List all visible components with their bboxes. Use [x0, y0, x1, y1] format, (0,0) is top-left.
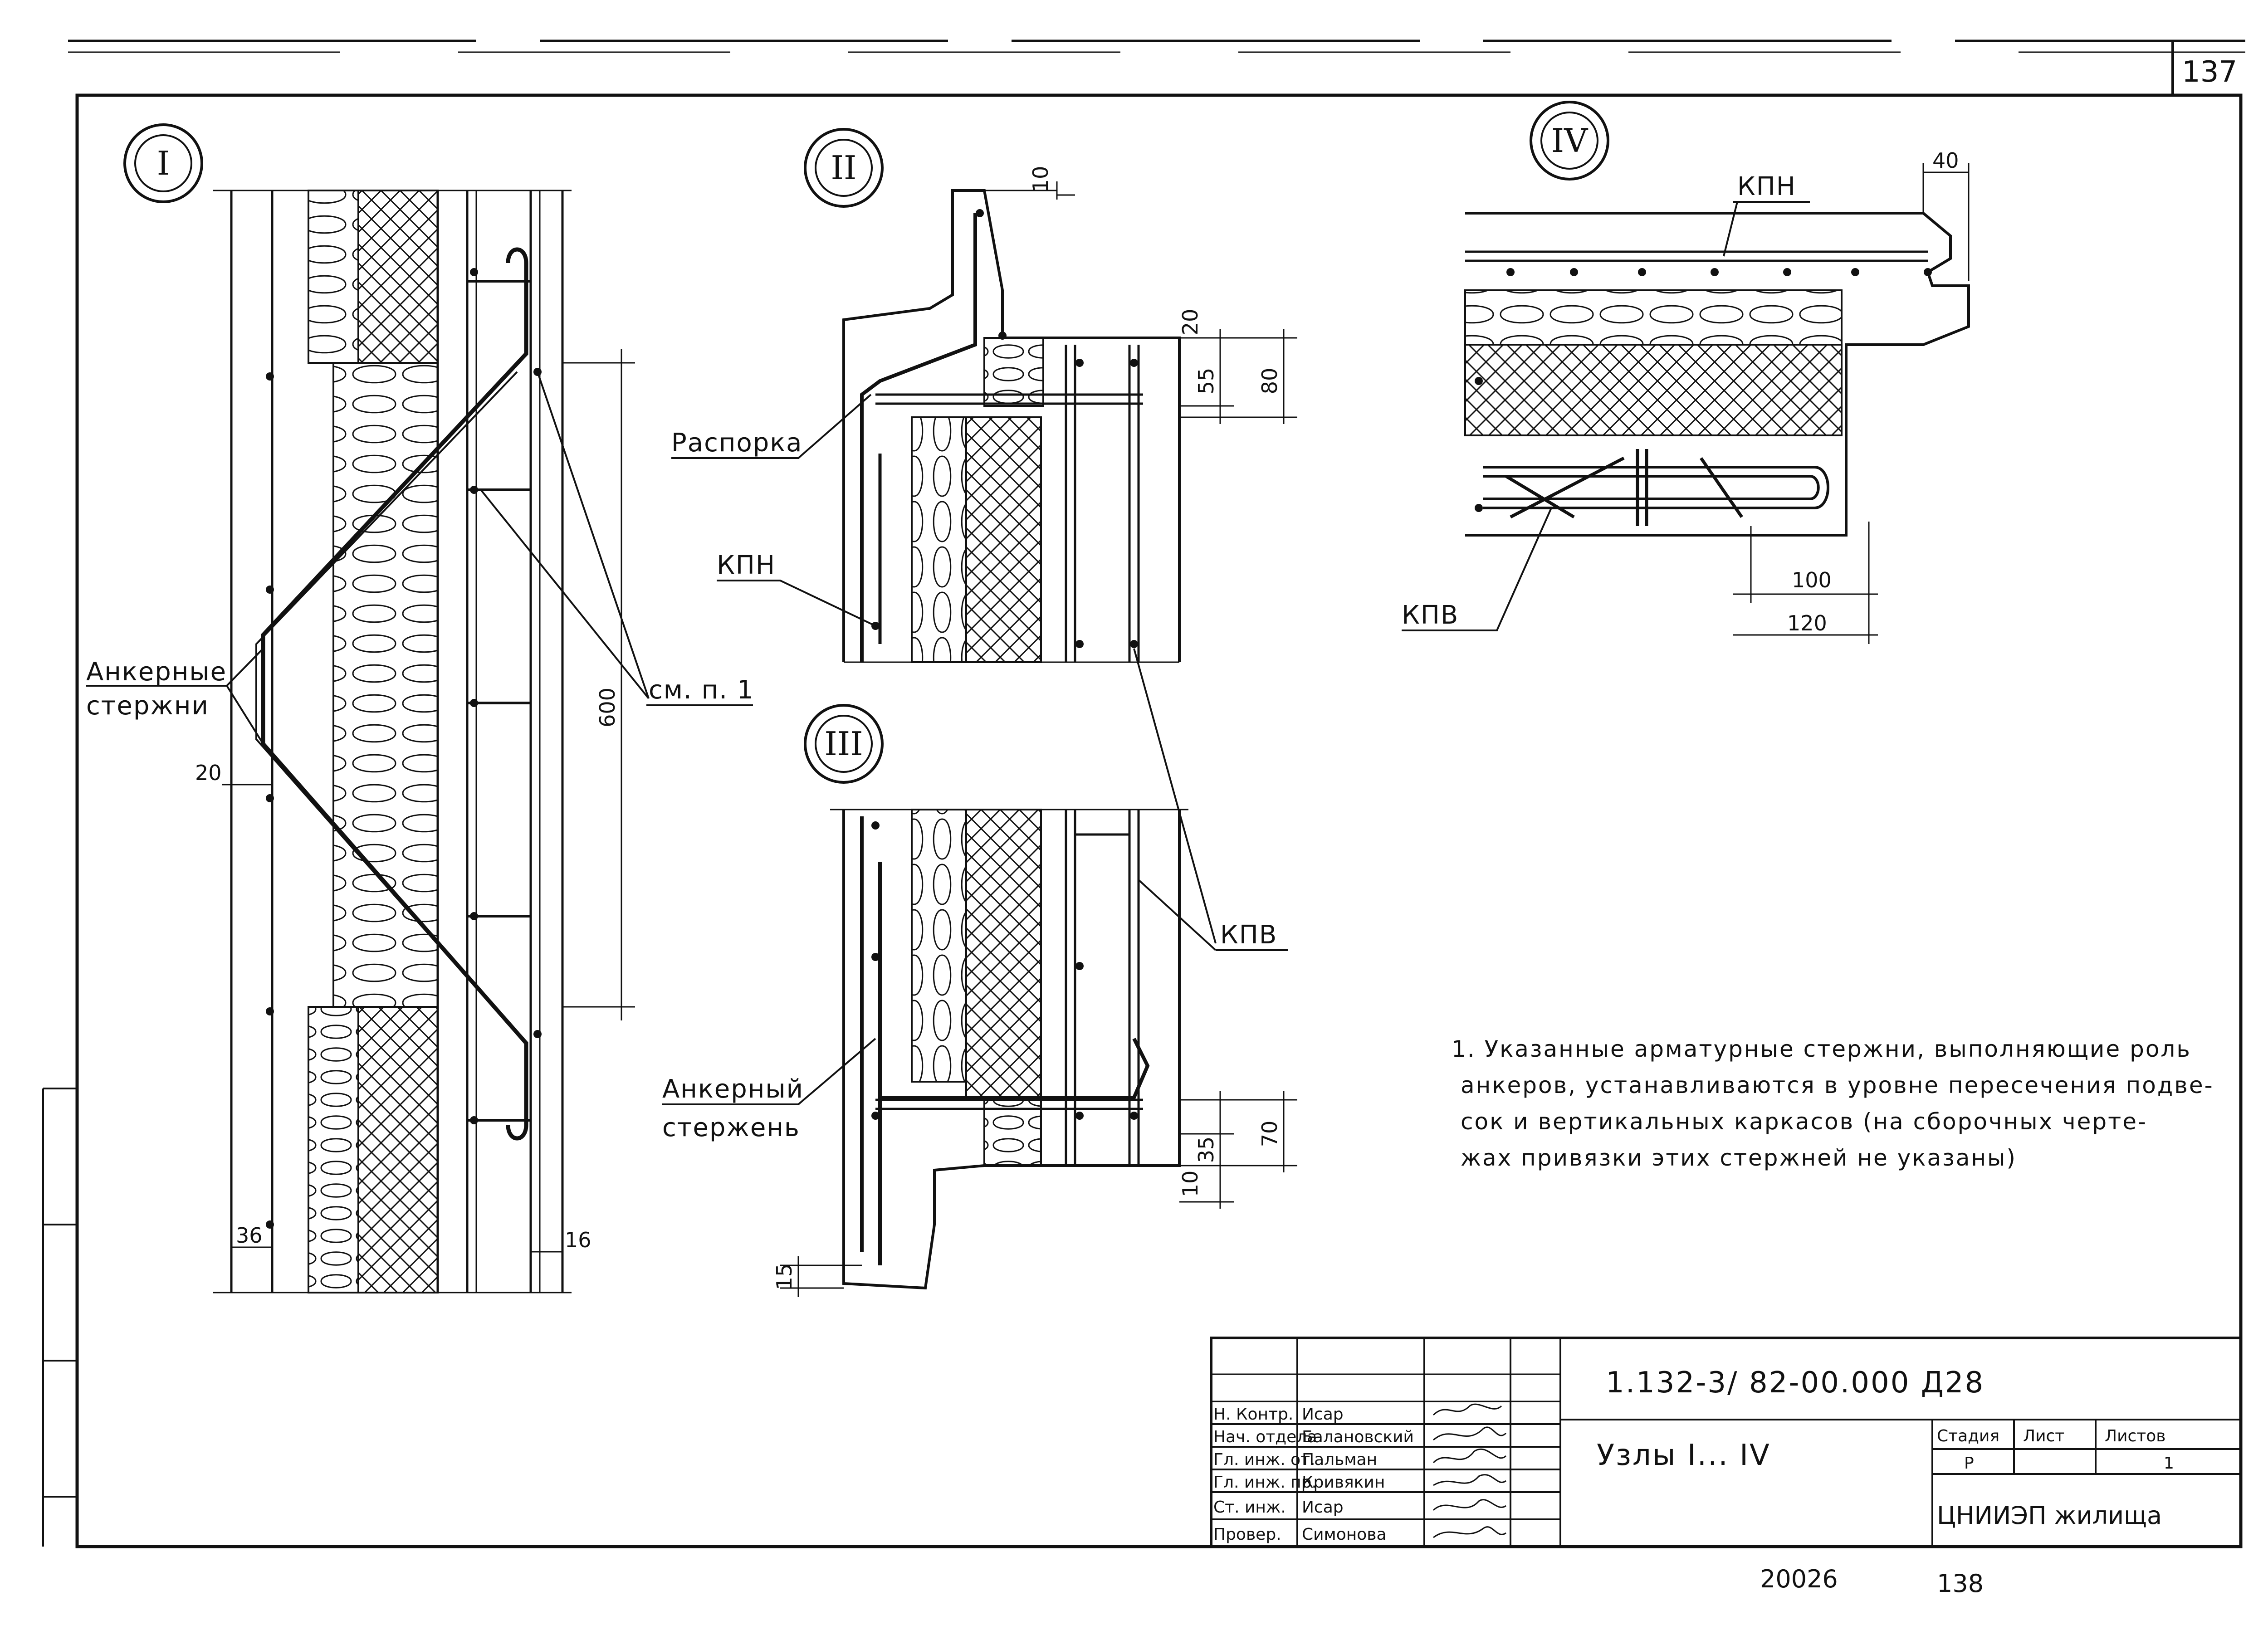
- note-line-2: анкеров, устанавливаются в уровне пересе…: [1461, 1072, 2214, 1098]
- node-3-label-kpv: КПВ: [1220, 920, 1277, 950]
- node-4-mark: IV: [1551, 122, 1589, 160]
- node-1-anchor-bar: [261, 247, 528, 1141]
- bottom-right-number: 138: [1937, 1569, 1984, 1598]
- signature-scribbles: [1432, 1403, 1507, 1538]
- general-note: 1. Указанные арматурные стержни, выполня…: [1452, 1036, 2214, 1171]
- node-1-foam-bottom: [357, 1006, 439, 1293]
- sheet-header: Лист: [2023, 1427, 2064, 1445]
- sig-role-5: Провер.: [1213, 1525, 1281, 1544]
- node-1-wool-middle: [332, 362, 439, 1008]
- sig-role-1: Нач. отдела: [1213, 1428, 1317, 1446]
- node-2-dim-80: 80: [1257, 368, 1282, 395]
- node-3-dim-70: 70: [1257, 1121, 1282, 1147]
- node-4-label-kpn: КПН: [1737, 172, 1796, 201]
- node-2-foam-main: [965, 416, 1042, 663]
- node-3-dim-35: 35: [1194, 1137, 1218, 1163]
- node-3-anchor-bar: [860, 816, 1150, 1265]
- node-2-wool-main: [911, 416, 967, 663]
- node-2-dim-20: 20: [1178, 309, 1202, 336]
- node-3-wool-main: [911, 809, 967, 1083]
- node-4-label-kpv: КПВ: [1402, 600, 1459, 630]
- node-3-label-anchor-bar-2: стержень: [662, 1113, 800, 1142]
- node-1-dim-16: 16: [565, 1228, 591, 1252]
- node-4-dim-40: 40: [1932, 148, 1959, 173]
- node-2-mark: II: [831, 149, 857, 187]
- sheets-value: 1: [2164, 1454, 2174, 1473]
- sig-role-2: Гл. инж. от.: [1213, 1450, 1315, 1469]
- node-1-label-anchor-bars-1: Анкерные: [86, 657, 227, 687]
- node-4: IV 40 100 120 КПН КПВ: [1402, 101, 1970, 644]
- node-3-dim-10: 10: [1178, 1171, 1202, 1197]
- sig-name-0: Исар: [1302, 1405, 1344, 1424]
- stage-header: Стадия: [1937, 1427, 1999, 1445]
- node-4-panel-outline: [1465, 212, 1970, 537]
- node-1-dim-600: 600: [595, 688, 620, 727]
- node-2-spacer: [860, 213, 977, 662]
- page-number: 137: [2182, 55, 2237, 89]
- node-3-wool-bottom: [983, 1099, 1042, 1166]
- node-1-dim-36: 36: [236, 1223, 263, 1248]
- sig-name-3: Кривякин: [1302, 1473, 1385, 1492]
- node-3-mark: III: [824, 725, 863, 763]
- node-3-dim-15: 15: [772, 1264, 797, 1290]
- stage-value: Р: [1964, 1454, 1974, 1473]
- bottom-left-number: 20026: [1760, 1565, 1838, 1593]
- document-title: Узлы I... IV: [1597, 1439, 1771, 1472]
- node-1-wool-bottom: [308, 1006, 359, 1293]
- document-code: 1.132-3/ 82-00.000 Д28: [1606, 1366, 1984, 1400]
- sig-role-4: Ст. инж.: [1213, 1498, 1286, 1517]
- node-4-wool: [1464, 289, 1843, 346]
- node-2-label-kpn: КПН: [717, 551, 776, 580]
- node-3: III 35 70 10 15 Анкерный стержень КПВ: [662, 704, 1297, 1297]
- node-3-foam-main: [965, 809, 1042, 1101]
- sig-role-3: Гл. инж. пр.: [1213, 1473, 1317, 1492]
- node-3-panel-outline: [842, 810, 1181, 1290]
- sig-role-0: Н. Контр.: [1213, 1405, 1293, 1424]
- node-2: II 10 20 55 80 Распорка КПН: [671, 128, 1297, 944]
- node-1-foam-top: [357, 190, 439, 364]
- node-1: I 600 Анкерные стержни см. п. 1: [86, 123, 754, 1293]
- node-2-dim-10: 10: [1028, 166, 1053, 193]
- node-4-foam: [1464, 344, 1843, 436]
- organization: ЦНИИЭП жилища: [1937, 1501, 2162, 1530]
- node-2-label-spacer: Распорка: [671, 428, 802, 458]
- note-line-1: 1. Указанные арматурные стержни, выполня…: [1452, 1036, 2191, 1062]
- sig-name-1: Балановский: [1302, 1428, 1414, 1446]
- sheets-header: Листов: [2105, 1427, 2165, 1445]
- node-1-mark: I: [157, 144, 170, 182]
- node-4-dim-120: 120: [1787, 611, 1827, 635]
- node-2-dim-55: 55: [1194, 368, 1218, 395]
- node-4-kpv-loop: [1483, 466, 1829, 509]
- node-1-ladder-rungs: [467, 280, 531, 1122]
- node-1-wool-top: [308, 190, 359, 364]
- note-line-4: жах привязки этих стержней не указаны): [1461, 1145, 2017, 1171]
- signature-rows: Н. Контр. Исар Нач. отдела Балановский Г…: [1213, 1405, 1414, 1544]
- sig-name-4: Исар: [1302, 1498, 1344, 1517]
- note-line-3: сок и вертикальных каркасов (на сборочны…: [1461, 1108, 2147, 1135]
- node-1-mark-circle: [123, 123, 203, 203]
- sig-name-2: Пальман: [1302, 1450, 1377, 1469]
- node-1-label-anchor-bars-2: стержни: [86, 691, 209, 721]
- node-1-label-see: см. п. 1: [649, 675, 754, 705]
- node-1-dim-20: 20: [195, 761, 222, 785]
- node-4-dim-100: 100: [1792, 568, 1832, 592]
- node-2-panel-outline: [842, 189, 1181, 662]
- title-block: Н. Контр. Исар Нач. отдела Балановский Г…: [1210, 1337, 2242, 1548]
- sheet-frame: [42, 39, 2245, 1548]
- sig-name-5: Симонова: [1302, 1525, 1387, 1544]
- node-3-label-anchor-bar-1: Анкерный: [662, 1074, 804, 1104]
